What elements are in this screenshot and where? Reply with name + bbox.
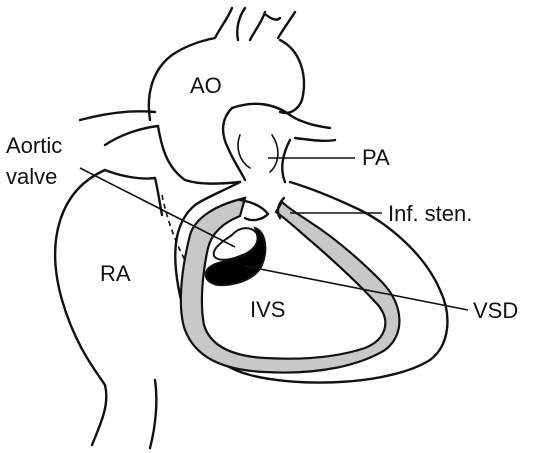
interventricular-septum <box>179 196 401 374</box>
label-ao: AO <box>190 73 222 98</box>
right-atrium-outline <box>54 168 108 447</box>
atrial-dashed-border <box>161 194 187 263</box>
label-pa: PA <box>362 145 390 170</box>
infundibular-stenosis-right <box>276 196 286 220</box>
pulmonary-artery-inner <box>237 134 279 173</box>
ventricle-outer-wall <box>174 180 449 384</box>
label-ra: RA <box>100 261 131 286</box>
aorta-root <box>156 124 242 185</box>
right-atrium-lower-outline <box>148 378 158 450</box>
infundibular-stenosis-left <box>238 198 270 222</box>
label-ivs: IVS <box>250 297 285 322</box>
aorta-outline <box>147 6 306 122</box>
superior-vena-cava <box>78 110 160 147</box>
leader-line-aortic-valve <box>79 167 236 248</box>
vsd-shape <box>204 226 267 287</box>
label-inf-sten: Inf. sten. <box>388 201 472 226</box>
right-atrium-inner-outline <box>103 168 164 217</box>
label-aortic-valve-line1: Aortic <box>6 133 62 158</box>
pulmonary-artery-outline <box>221 102 337 184</box>
leader-line-vsd <box>244 265 469 311</box>
label-vsd: VSD <box>473 298 518 323</box>
label-aortic-valve-line2: valve <box>6 164 57 189</box>
